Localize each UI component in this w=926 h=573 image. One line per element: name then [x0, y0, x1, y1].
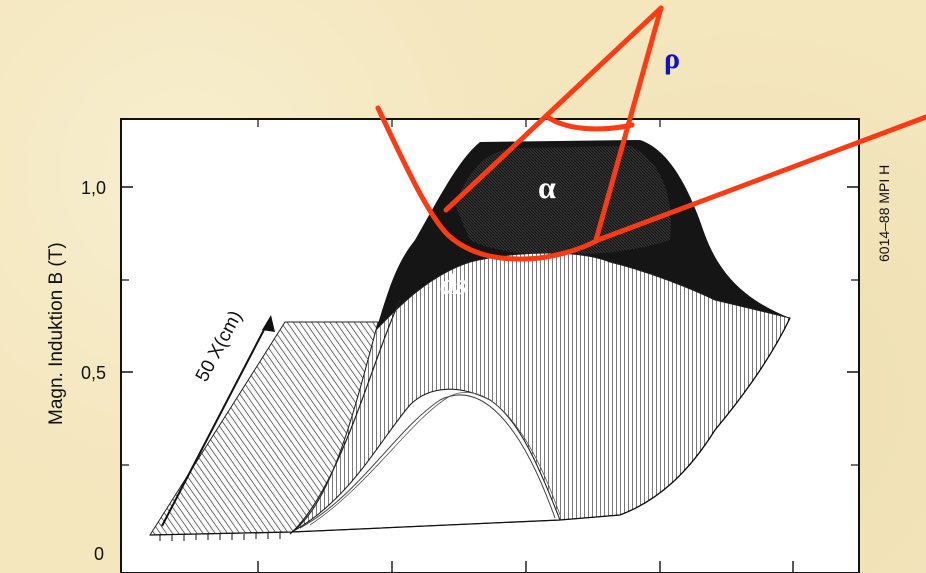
curvature-construction: [375, 5, 926, 262]
y-tick-1-0: 1,0: [81, 178, 106, 198]
ridge-top-dense: [455, 146, 671, 255]
angle-arc: [543, 113, 635, 132]
y-tick-0: 0: [94, 544, 104, 564]
field-surface: [149, 140, 791, 541]
trajectory-curve: [375, 105, 926, 262]
y-tick-0-5: 0,5: [81, 363, 106, 383]
radius-line-left: [443, 5, 664, 213]
alpha-label: α: [538, 169, 556, 205]
y-axis-label: Magn. Induktion B (T): [46, 242, 67, 425]
surface-base-edge: [149, 317, 791, 536]
front-lower-wave: [291, 388, 561, 533]
ds-label: ds: [440, 268, 467, 301]
rho-label: ρ: [664, 42, 680, 75]
depth-axis-arrow: [161, 315, 275, 527]
figure-code-label: 6014–88 MPI H: [876, 165, 892, 262]
